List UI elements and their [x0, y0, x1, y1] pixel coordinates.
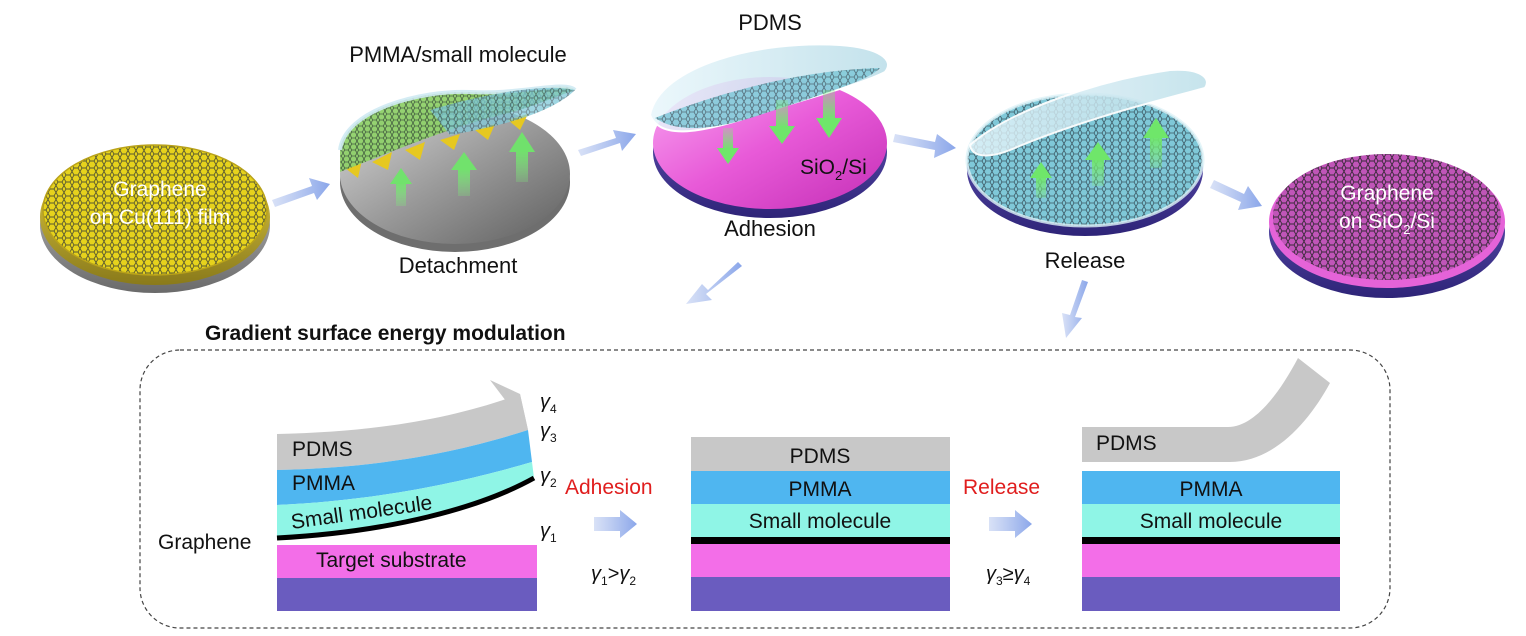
stack1-pmma: PMMA [292, 472, 355, 495]
stack3-pdms: PDMS [1096, 432, 1157, 455]
stack3-small-molecule: Small molecule [1140, 510, 1282, 533]
stack-adhesion-before [276, 380, 537, 611]
wafer-detachment [338, 84, 577, 252]
stack-released [1082, 358, 1340, 611]
stack3-pmma: PMMA [1180, 478, 1243, 501]
release-label-top: Release [1045, 248, 1126, 273]
gamma-3: γ3 [540, 420, 557, 445]
adhesion-label-top: Adhesion [724, 216, 816, 241]
flow-arrow-3 [893, 134, 956, 158]
wafer1-label-line2: on Cu(111) film [90, 206, 230, 229]
release-step-label: Release [963, 476, 1040, 499]
wafer-graphene-on-sio2: Graphene on SiO2/Si [1269, 154, 1505, 298]
stack2-pmma: PMMA [789, 478, 852, 501]
stack1-pdms: PDMS [292, 438, 353, 461]
graphene-label: Graphene [158, 531, 251, 554]
stack-adhesion-after [691, 437, 950, 611]
flow-arrow-1 [272, 178, 330, 207]
flow-arrow-2 [578, 130, 636, 156]
wafer-graphene-on-cu: Graphene on Cu(111) film [40, 144, 270, 293]
gamma-2: γ2 [540, 465, 557, 490]
condition-adhesion: γ1>γ2 [591, 563, 636, 588]
wafer1-label-line1: Graphene [113, 178, 206, 201]
pdms-label-top: PDMS [738, 10, 802, 35]
sio2-label: SiO2/Si [800, 156, 867, 183]
gamma-1: γ1 [540, 520, 557, 545]
arrow-to-panel-right [1062, 280, 1088, 338]
gamma-4: γ4 [540, 391, 557, 416]
wafer5-label-line1: Graphene [1340, 182, 1433, 205]
pmma-small-molecule-label: PMMA/small molecule [349, 42, 567, 67]
condition-release: γ3≥γ4 [986, 563, 1031, 588]
wafer-release [965, 68, 1208, 236]
panel-title: Gradient surface energy modulation [205, 322, 566, 345]
stack1-target-substrate: Target substrate [316, 549, 467, 572]
flow-arrow-4 [1210, 180, 1262, 210]
detachment-label: Detachment [399, 253, 518, 278]
step-arrow-adhesion [594, 510, 637, 538]
arrow-to-panel-left [686, 262, 742, 304]
wafer5-label-line2: on SiO2/Si [1339, 210, 1435, 237]
adhesion-step-label: Adhesion [565, 476, 653, 499]
panel-frame [139, 349, 1391, 629]
stack2-small-molecule: Small molecule [749, 510, 891, 533]
wafer-adhesion: SiO2/Si [648, 43, 889, 218]
stack2-pdms: PDMS [790, 445, 851, 468]
step-arrow-release [989, 510, 1032, 538]
